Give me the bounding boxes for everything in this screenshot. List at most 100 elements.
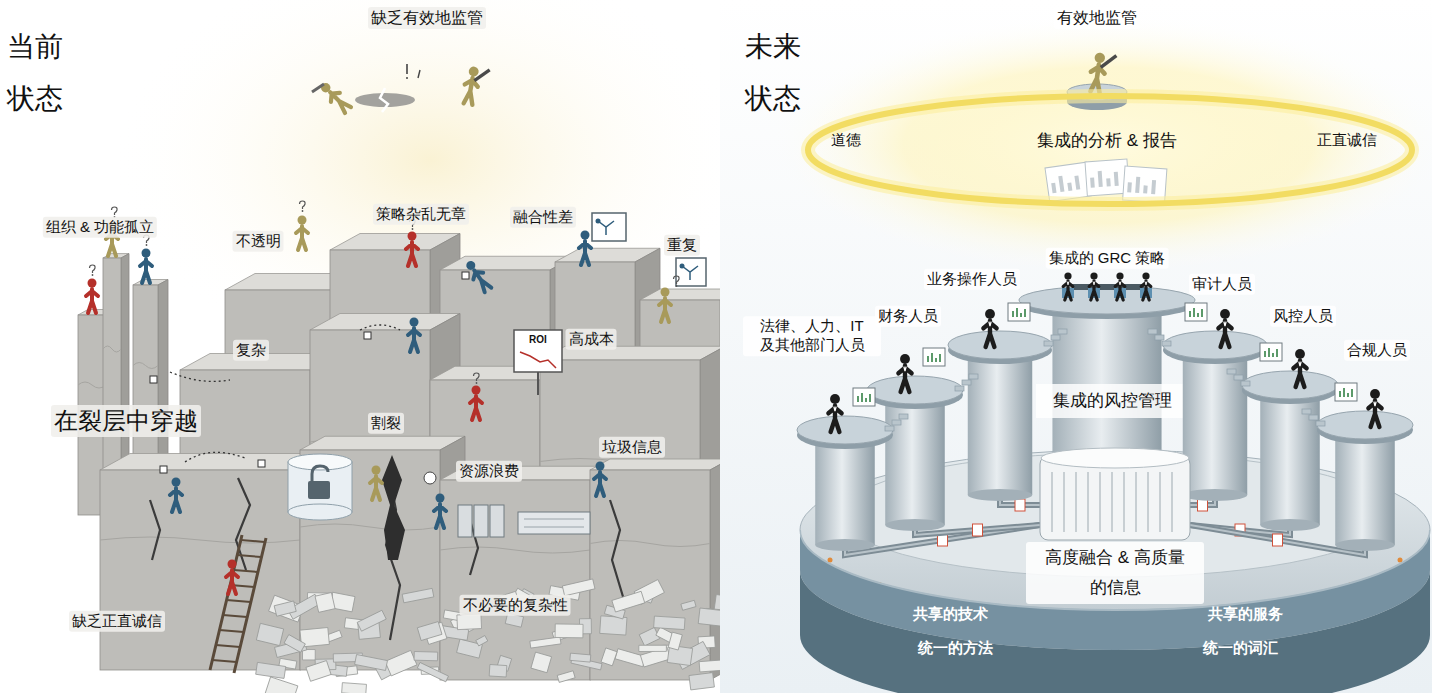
question-curve <box>300 201 306 209</box>
shirt-collar <box>1119 282 1121 285</box>
debris-piece <box>531 652 552 673</box>
screen-icon <box>1190 308 1202 317</box>
debris-piece <box>385 650 417 676</box>
server-stripe <box>1051 472 1053 532</box>
flow-chart <box>598 221 614 235</box>
paper-square <box>160 466 167 473</box>
person-head <box>1090 272 1097 279</box>
halo-glow <box>768 15 1432 275</box>
data-packet <box>1198 499 1208 511</box>
server-core <box>1040 456 1190 540</box>
pillar-base <box>815 539 875 551</box>
ladder-rung <box>219 630 243 632</box>
debris-piece <box>562 579 595 596</box>
person-figure <box>1088 52 1116 94</box>
person-body <box>86 289 98 313</box>
paper-square <box>150 376 157 383</box>
screen-icon <box>858 393 870 402</box>
ladder-rung <box>237 555 261 557</box>
debris-piece <box>306 661 331 682</box>
debris-piece <box>668 632 682 650</box>
person-body <box>434 504 446 528</box>
debris-piece <box>570 653 591 662</box>
stair-step <box>1155 335 1164 340</box>
dotted-path <box>170 372 230 381</box>
person-figure <box>898 354 911 392</box>
halo-outer <box>808 96 1412 204</box>
state-title: 未来 状态 <box>742 20 810 126</box>
person-figure <box>86 279 98 314</box>
stair-step <box>899 414 908 419</box>
debris-piece <box>315 593 335 613</box>
status-light <box>828 558 833 563</box>
ladder-rung <box>241 540 265 542</box>
flow-dot <box>680 264 685 269</box>
server-stripe <box>1063 472 1065 532</box>
server-stripe <box>1135 472 1137 532</box>
data-packet <box>1015 499 1025 511</box>
screen-icon <box>1340 388 1352 397</box>
question-mark <box>300 201 306 212</box>
stair-step <box>962 380 971 385</box>
sheet-lines <box>1129 176 1154 194</box>
node-text: 集成的分析 & 报告 <box>1037 131 1177 151</box>
person-head <box>142 249 151 258</box>
stair-step <box>1044 341 1053 346</box>
person-body <box>594 472 606 496</box>
stair-step <box>1051 335 1060 340</box>
question-mark <box>674 276 680 287</box>
node-text: 正直诚信 <box>1317 131 1377 149</box>
node-text: 统一的方法 <box>918 639 993 657</box>
debris-piece <box>274 601 296 616</box>
shirt-collar <box>1224 322 1226 326</box>
debris-piece <box>414 652 438 661</box>
shirt-collar <box>834 407 836 411</box>
pillar-body <box>1183 345 1247 495</box>
theme-label: 在裂层中穿越 <box>51 405 201 437</box>
cliff-strata <box>100 537 300 543</box>
debris-piece <box>402 588 434 602</box>
label-panel <box>1036 384 1188 418</box>
question-mark <box>90 265 96 276</box>
stair-step <box>1241 381 1250 386</box>
server-stripe <box>1171 472 1173 532</box>
sheet <box>1085 159 1129 196</box>
grc-table <box>1072 284 1144 290</box>
problem-label: 垃圾信息 <box>599 437 665 458</box>
person-head <box>372 466 381 475</box>
debris-piece <box>639 627 659 645</box>
ladder-rung <box>234 570 258 572</box>
report-sheet <box>1085 159 1129 196</box>
exclaim <box>418 70 420 78</box>
ladder-rung <box>227 600 251 602</box>
lock-body <box>308 481 330 499</box>
screen-board <box>923 348 945 366</box>
person-body <box>1293 361 1306 387</box>
person-body <box>469 267 493 294</box>
person-figure <box>470 386 482 421</box>
question-dot <box>146 244 148 246</box>
person-body <box>898 366 911 392</box>
screen-board <box>853 388 875 406</box>
debris-piece <box>342 683 367 693</box>
person-head <box>1295 349 1305 359</box>
flow-board <box>676 258 706 286</box>
platform-top <box>1019 286 1195 314</box>
state-title: 当前 状态 <box>4 20 72 126</box>
question-dot <box>412 228 414 230</box>
problem-label: 融合性差 <box>510 207 576 228</box>
problem-label: 不透明 <box>233 231 284 252</box>
node-text: 共享的技术 <box>913 605 988 623</box>
debris-piece <box>256 662 286 678</box>
telescope <box>1101 54 1117 70</box>
cliff-top <box>590 459 730 470</box>
benefit-label: 高度融合 & 高质量 的信息 <box>1026 542 1204 604</box>
report-sheet <box>1045 162 1091 202</box>
person-body <box>170 488 182 512</box>
exclaim-dot <box>406 77 408 79</box>
cliff-strata <box>78 382 106 388</box>
stair-step <box>1148 329 1157 334</box>
person-figure <box>1368 389 1381 427</box>
person-head <box>1094 52 1106 64</box>
stair-step <box>892 420 901 425</box>
